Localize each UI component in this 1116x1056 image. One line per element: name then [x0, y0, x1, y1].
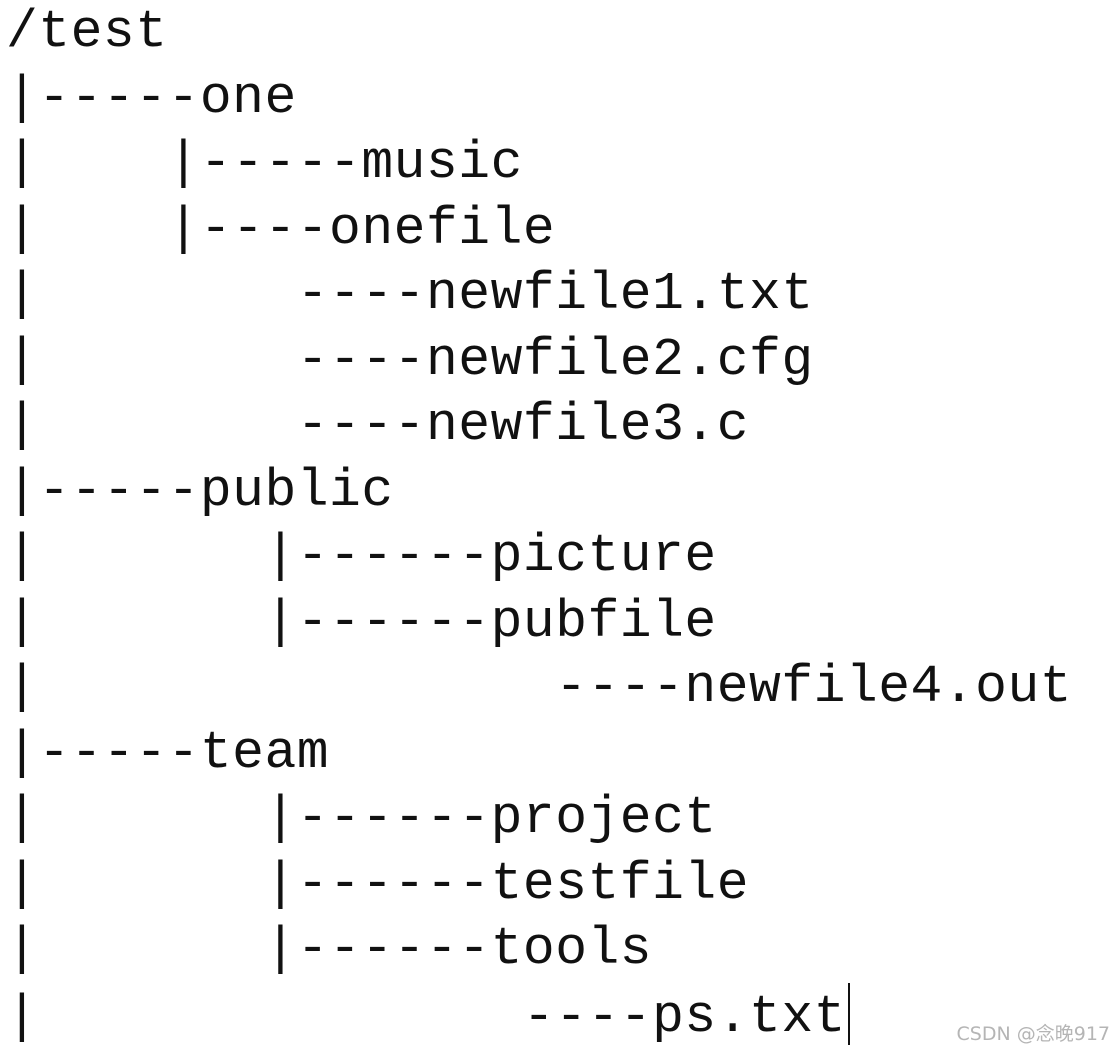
tree-line: | ----ps.txt [6, 982, 1072, 1049]
tree-line-text: | ----newfile4.out [6, 657, 1073, 717]
tree-line-text: | |------picture [6, 526, 717, 586]
tree-line: | |------picture [6, 524, 1072, 590]
tree-line: | |------tools [6, 917, 1072, 983]
tree-line-text: /test [6, 2, 168, 62]
tree-line: |-----one [6, 66, 1072, 132]
tree-line: |-----team [6, 721, 1072, 787]
tree-line: | |----onefile [6, 197, 1072, 263]
tree-line-text: | ----ps.txt [6, 986, 846, 1047]
tree-line: | ----newfile2.cfg [6, 328, 1072, 394]
tree-line-text: | |------project [6, 788, 717, 848]
csdn-watermark: CSDN @念晚917 [956, 1023, 1110, 1045]
tree-line: | |------testfile [6, 852, 1072, 918]
directory-tree: /test|-----one| |-----music| |----onefil… [6, 0, 1072, 1048]
tree-line-text: | |------pubfile [6, 591, 717, 652]
tree-line: |-----public [6, 459, 1072, 525]
tree-line-text: |-----public [6, 460, 394, 521]
tree-line-text: | |-----music [6, 133, 523, 193]
tree-line: | ----newfile3.c [6, 393, 1072, 459]
tree-line-text: | ----newfile2.cfg [6, 329, 814, 390]
tree-line: | |------project [6, 786, 1072, 852]
tree-line: | ----newfile4.out [6, 655, 1072, 721]
tree-line-text: | ----newfile3.c [6, 395, 750, 455]
tree-line: /test [6, 0, 1072, 66]
tree-line-text: | |----onefile [6, 198, 556, 259]
tree-line: | |------pubfile [6, 590, 1072, 656]
tree-line: | |-----music [6, 131, 1072, 197]
tree-line-text: |-----team [6, 722, 330, 783]
text-cursor-caret [847, 982, 850, 1045]
tree-line-text: | |------tools [6, 919, 653, 979]
tree-line-text: |-----one [6, 67, 297, 128]
tree-line-text: | |------testfile [6, 853, 750, 914]
tree-line: | ----newfile1.txt [6, 262, 1072, 328]
tree-line-text: | ----newfile1.txt [6, 264, 814, 324]
